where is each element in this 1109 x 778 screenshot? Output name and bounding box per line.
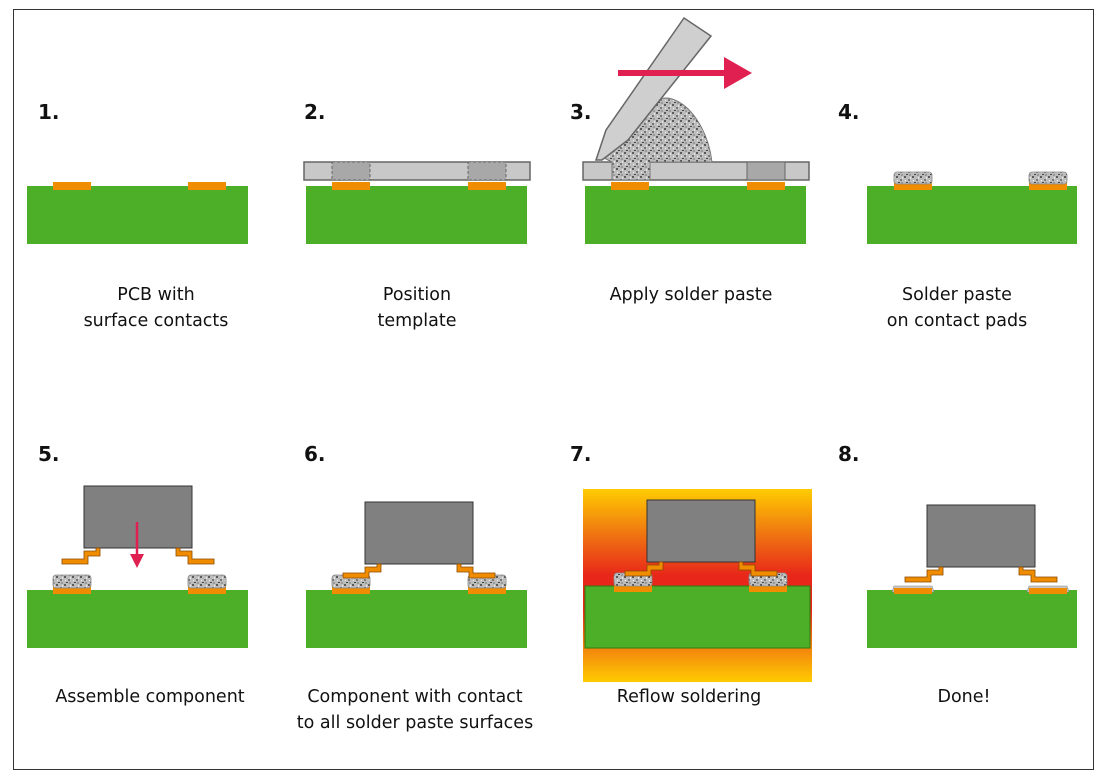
contact-pad	[332, 586, 370, 594]
step-number: 3.	[570, 100, 592, 124]
step-1-illustration	[27, 182, 248, 244]
component-lead	[61, 547, 101, 565]
component-lead	[904, 566, 944, 583]
component-lead	[175, 547, 215, 565]
placement-arrow-icon	[130, 522, 144, 568]
squeegee-icon	[594, 16, 713, 161]
component-body	[646, 499, 756, 563]
solder-paste-deposit	[187, 574, 227, 589]
step-8-illustration	[867, 504, 1077, 648]
caption-line: PCB with	[117, 285, 195, 305]
contact-pad	[53, 586, 91, 594]
contact-pad	[614, 584, 652, 592]
stencil-aperture	[467, 161, 507, 181]
caption-line: to all solder paste surfaces	[296, 713, 534, 733]
pcb-board	[867, 186, 1077, 244]
caption-line: surface contacts	[83, 311, 229, 331]
step-4-illustration	[867, 171, 1077, 244]
caption-line: template	[377, 311, 457, 331]
step-number: 1.	[38, 100, 60, 124]
stencil-aperture	[746, 161, 786, 181]
step-caption: Solder paste on contact pads	[827, 282, 1087, 334]
solder-paste-deposit	[1028, 171, 1068, 185]
contact-pad	[894, 182, 932, 190]
step-number: 5.	[38, 442, 60, 466]
step-caption: Done!	[834, 684, 1094, 710]
pcb-board	[867, 590, 1077, 648]
step-caption: Position template	[287, 282, 547, 334]
step-7-illustration	[583, 489, 812, 682]
step-caption: Reflow soldering	[559, 684, 819, 710]
caption-line: Reflow soldering	[616, 687, 762, 707]
component-body	[364, 501, 474, 565]
contact-pad	[468, 586, 506, 594]
step-number: 4.	[838, 100, 860, 124]
contact-pad	[611, 182, 649, 190]
caption-line: on contact pads	[886, 311, 1028, 331]
step-number: 8.	[838, 442, 860, 466]
contact-pad	[894, 588, 932, 594]
contact-pad	[332, 182, 370, 190]
solder-paste-deposit	[52, 574, 92, 589]
step-6-illustration	[306, 501, 527, 648]
step-3-illustration	[582, 16, 810, 244]
step-number: 7.	[570, 442, 592, 466]
component-lead	[624, 561, 664, 577]
caption-line: Component with contact	[307, 687, 523, 707]
pcb-board	[27, 590, 248, 648]
step-caption: Component with contact to all solder pas…	[285, 684, 545, 736]
component-lead	[342, 563, 382, 579]
solder-paste-deposit	[893, 171, 933, 185]
contact-pad	[188, 182, 226, 190]
component-body	[926, 504, 1036, 568]
pcb-board	[584, 585, 811, 649]
step-2-illustration	[303, 161, 531, 244]
pcb-board	[27, 186, 248, 244]
contact-pad	[1029, 588, 1067, 594]
step-5-illustration	[27, 485, 248, 648]
caption-line: Solder paste	[902, 285, 1012, 305]
component-lead	[1018, 566, 1058, 583]
component-lead	[738, 561, 778, 577]
direction-arrow-icon	[618, 57, 752, 89]
component-lead	[456, 563, 496, 579]
contact-pad	[188, 586, 226, 594]
stencil-aperture	[331, 161, 371, 181]
contact-pad	[749, 584, 787, 592]
step-caption: Assemble component	[20, 684, 280, 710]
caption-line: Assemble component	[55, 687, 245, 707]
contact-pad	[53, 182, 91, 190]
caption-line: Done!	[937, 687, 991, 707]
pcb-board	[306, 186, 527, 244]
caption-line: Apply solder paste	[609, 285, 773, 305]
step-number: 6.	[304, 442, 326, 466]
contact-pad	[468, 182, 506, 190]
caption-line: Position	[382, 285, 452, 305]
contact-pad	[747, 182, 785, 190]
contact-pad	[1029, 182, 1067, 190]
step-caption: PCB with surface contacts	[26, 282, 286, 334]
pcb-board	[306, 590, 527, 648]
pcb-board	[585, 186, 806, 244]
step-number: 2.	[304, 100, 326, 124]
step-caption: Apply solder paste	[561, 282, 821, 308]
